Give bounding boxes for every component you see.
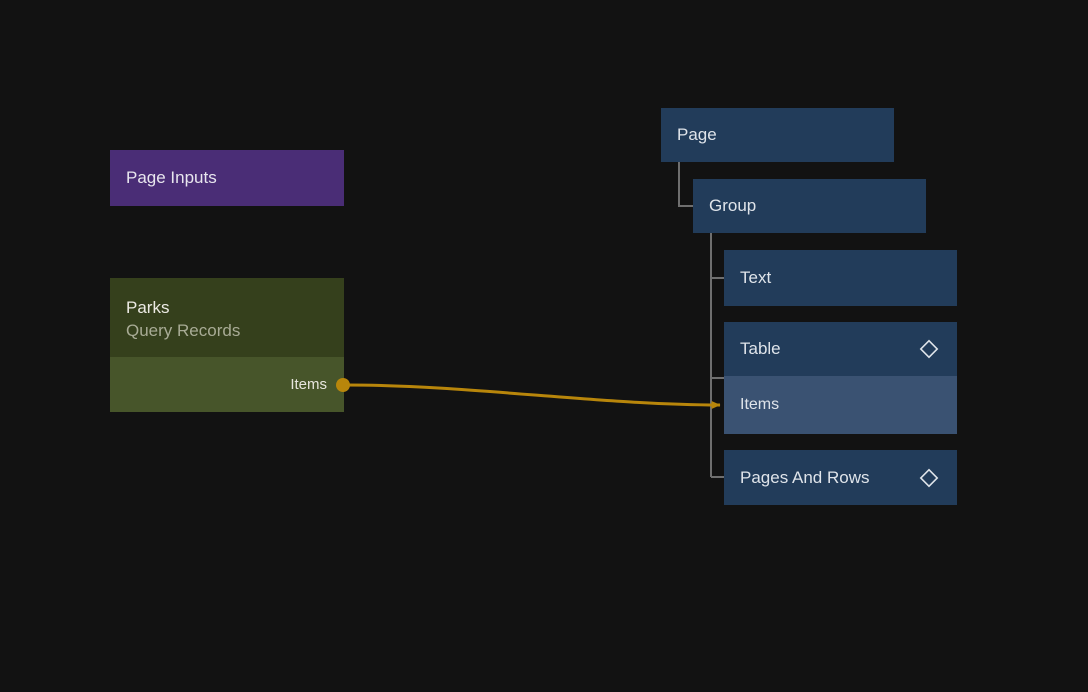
node-pages-and-rows-label: Pages And Rows	[724, 450, 912, 505]
node-table-label: Table	[724, 339, 912, 359]
diamond-icon	[912, 468, 946, 488]
node-group-label: Group	[693, 179, 926, 233]
node-text-label: Text	[724, 250, 957, 306]
node-page-inputs[interactable]: Page Inputs	[110, 150, 344, 206]
node-parks-output-port[interactable]: Items	[110, 357, 344, 412]
node-parks[interactable]: Parks Query Records Items	[110, 278, 344, 412]
node-table[interactable]: Table Items	[724, 322, 957, 434]
node-table-header: Table	[724, 322, 957, 376]
node-pages-and-rows-row: Pages And Rows	[724, 450, 957, 505]
node-table-input-port-label: Items	[724, 396, 779, 414]
node-parks-subtitle: Query Records	[126, 319, 344, 342]
node-page-label: Page	[661, 108, 894, 162]
node-pages-and-rows[interactable]: Pages And Rows	[724, 450, 957, 505]
diamond-icon	[912, 339, 946, 359]
node-table-input-port[interactable]: Items	[724, 376, 957, 434]
node-parks-title: Parks	[126, 296, 344, 319]
node-text[interactable]: Text	[724, 250, 957, 306]
connector-page-to-group	[679, 162, 694, 206]
node-text-row: Text	[724, 250, 957, 306]
node-page-inputs-label: Page Inputs	[110, 150, 344, 206]
node-parks-header: Parks Query Records	[110, 278, 344, 357]
node-group-row: Group	[693, 179, 926, 233]
node-group[interactable]: Group	[693, 179, 926, 233]
connector-parks-items-to-table-items[interactable]	[345, 385, 720, 405]
node-page[interactable]: Page	[661, 108, 894, 162]
node-parks-output-port-label: Items	[290, 376, 327, 393]
node-page-row: Page	[661, 108, 894, 162]
